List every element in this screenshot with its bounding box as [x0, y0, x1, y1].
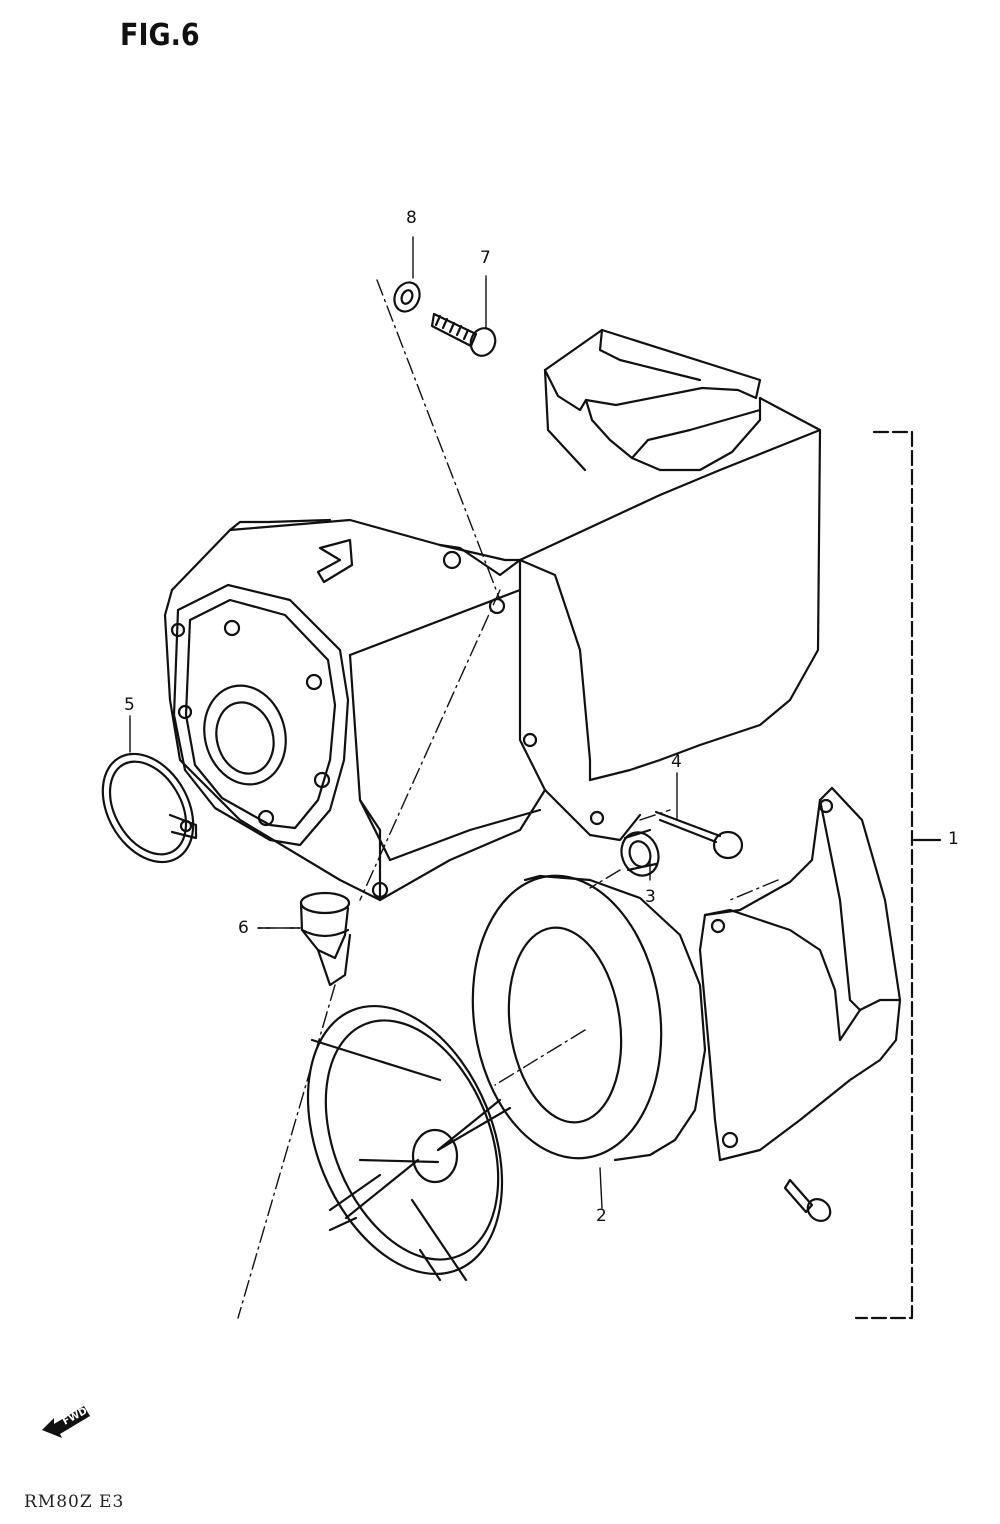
callout-8: 8 [406, 208, 417, 228]
callout-3: 3 [645, 887, 656, 907]
air-cleaner-case [163, 328, 822, 902]
assembly-bracket [854, 430, 942, 1320]
callout-6: 6 [238, 918, 249, 938]
callout-1: 1 [948, 829, 959, 849]
bolt-part [430, 312, 497, 357]
callout-4: 4 [671, 752, 682, 772]
air-cleaner-cover [698, 786, 902, 1162]
washer-part [393, 281, 421, 313]
forward-arrow-icon: FWD [42, 1406, 90, 1438]
cover-screw-part [783, 1178, 832, 1222]
callout-7: 7 [480, 248, 491, 268]
figure-title: FIG.6 [120, 18, 200, 53]
callout-5: 5 [124, 695, 135, 715]
filter-element-part [471, 874, 707, 1162]
clamp-band-part [101, 752, 198, 864]
model-code: RM80Z E3 [24, 1492, 125, 1512]
clip-pin-part [654, 810, 744, 860]
callout-leaders [129, 236, 678, 1209]
element-frame-part [306, 1004, 512, 1282]
drain-plug-part [299, 891, 352, 987]
callout-2: 2 [596, 1206, 607, 1226]
element-cap-part [620, 828, 660, 877]
